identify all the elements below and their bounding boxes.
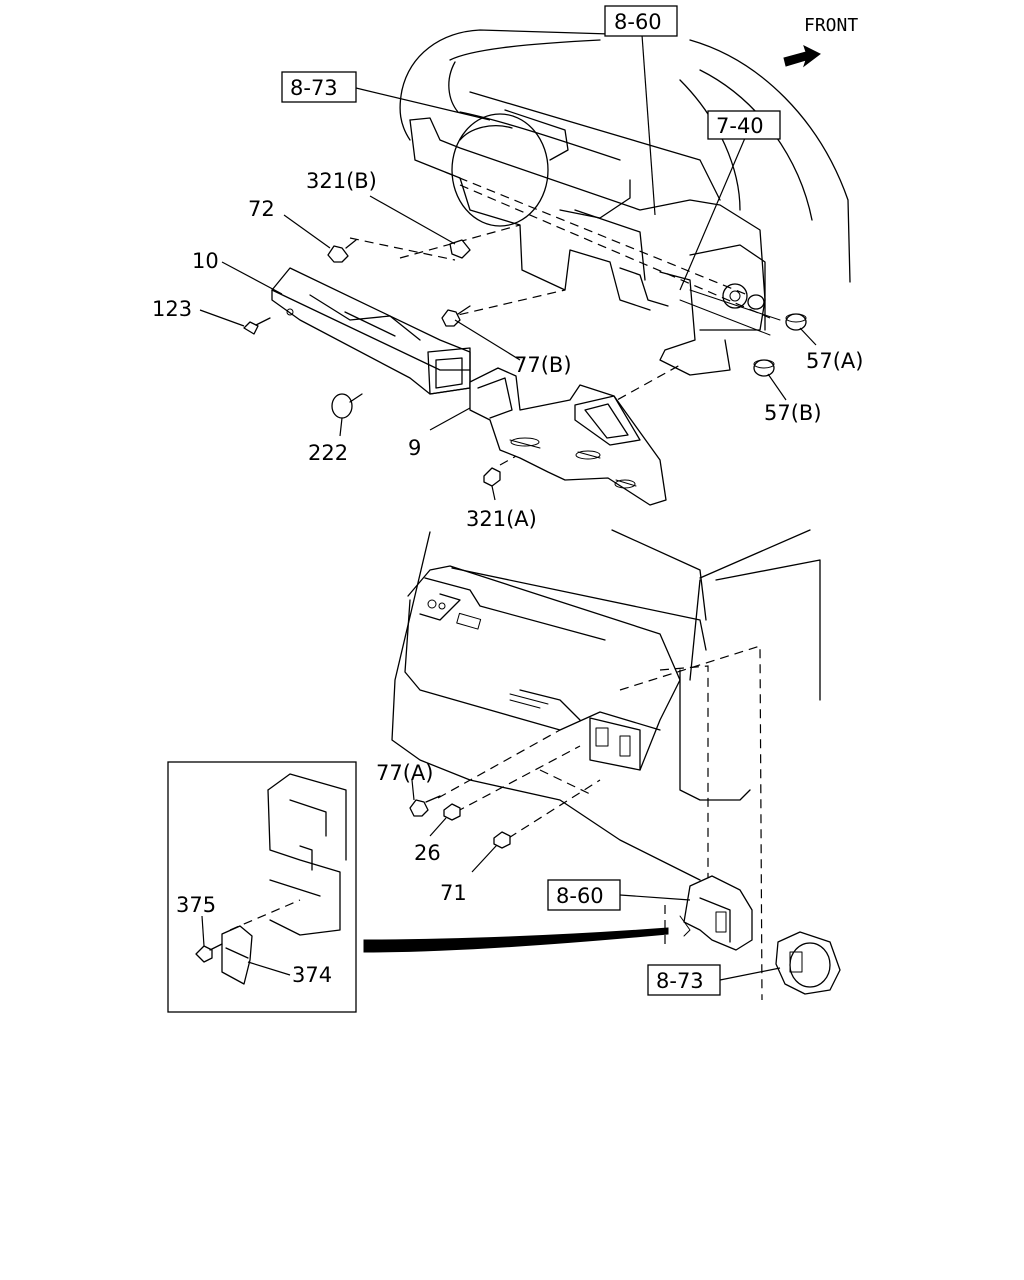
- rivet-222: [331, 393, 363, 419]
- ref-box-8-60-bottom: 8-60: [547, 879, 621, 911]
- grommet-57a: [785, 313, 807, 331]
- callout-77b: 77(B): [514, 353, 572, 377]
- leader-lines: [199, 34, 817, 981]
- nut-26: [443, 803, 461, 821]
- grommet-57b: [753, 359, 775, 377]
- callout-9: 9: [408, 436, 421, 460]
- bolt-77b: [441, 305, 471, 327]
- callout-77a: 77(A): [376, 761, 433, 785]
- callout-57a: 57(A): [806, 349, 863, 373]
- ref-box-8-73-top: 8-73: [281, 71, 357, 103]
- clip-321b: [449, 239, 471, 259]
- screw-123: [243, 317, 271, 335]
- ref-7-40: 7-40: [716, 114, 764, 138]
- ref-box-7-40: 7-40: [707, 110, 781, 140]
- ref-box-8-73-bottom: 8-73: [647, 964, 721, 996]
- detail-inset: [167, 761, 357, 1013]
- assembly-8-60: [679, 875, 753, 951]
- bolt-77a: [409, 795, 441, 817]
- callout-123: 123: [152, 297, 192, 321]
- callout-71: 71: [440, 881, 467, 905]
- dashboard-lower: [391, 529, 821, 881]
- ref-box-8-60-top: 8-60: [604, 5, 678, 37]
- nut-bracket-upper: [747, 294, 765, 310]
- callout-375: 375: [176, 893, 216, 917]
- ref-8-60-top: 8-60: [614, 10, 662, 34]
- ref-8-73-top: 8-73: [290, 76, 338, 100]
- front-label: FRONT: [804, 15, 858, 36]
- callout-374: 374: [292, 963, 332, 987]
- assembly-8-73: [775, 931, 841, 995]
- callout-321b: 321(B): [306, 169, 377, 193]
- callout-72: 72: [248, 197, 275, 221]
- callout-222: 222: [308, 441, 348, 465]
- callout-321a: 321(A): [466, 507, 537, 531]
- front-arrow-icon: [783, 45, 821, 68]
- callout-10: 10: [192, 249, 219, 273]
- nut-71: [493, 831, 511, 849]
- dashboard-upper: [399, 29, 851, 376]
- callout-57b: 57(B): [764, 401, 822, 425]
- duct-9: [469, 367, 667, 506]
- duct-10: [271, 267, 471, 395]
- lower-dashed-lines: [437, 645, 763, 1001]
- ref-8-60-bottom: 8-60: [556, 884, 604, 908]
- ref-8-73-bottom: 8-73: [656, 969, 704, 993]
- detail-pointer-line: [363, 927, 669, 953]
- nut-321a: [483, 467, 501, 487]
- callout-26: 26: [414, 841, 441, 865]
- bolt-72: [327, 239, 357, 263]
